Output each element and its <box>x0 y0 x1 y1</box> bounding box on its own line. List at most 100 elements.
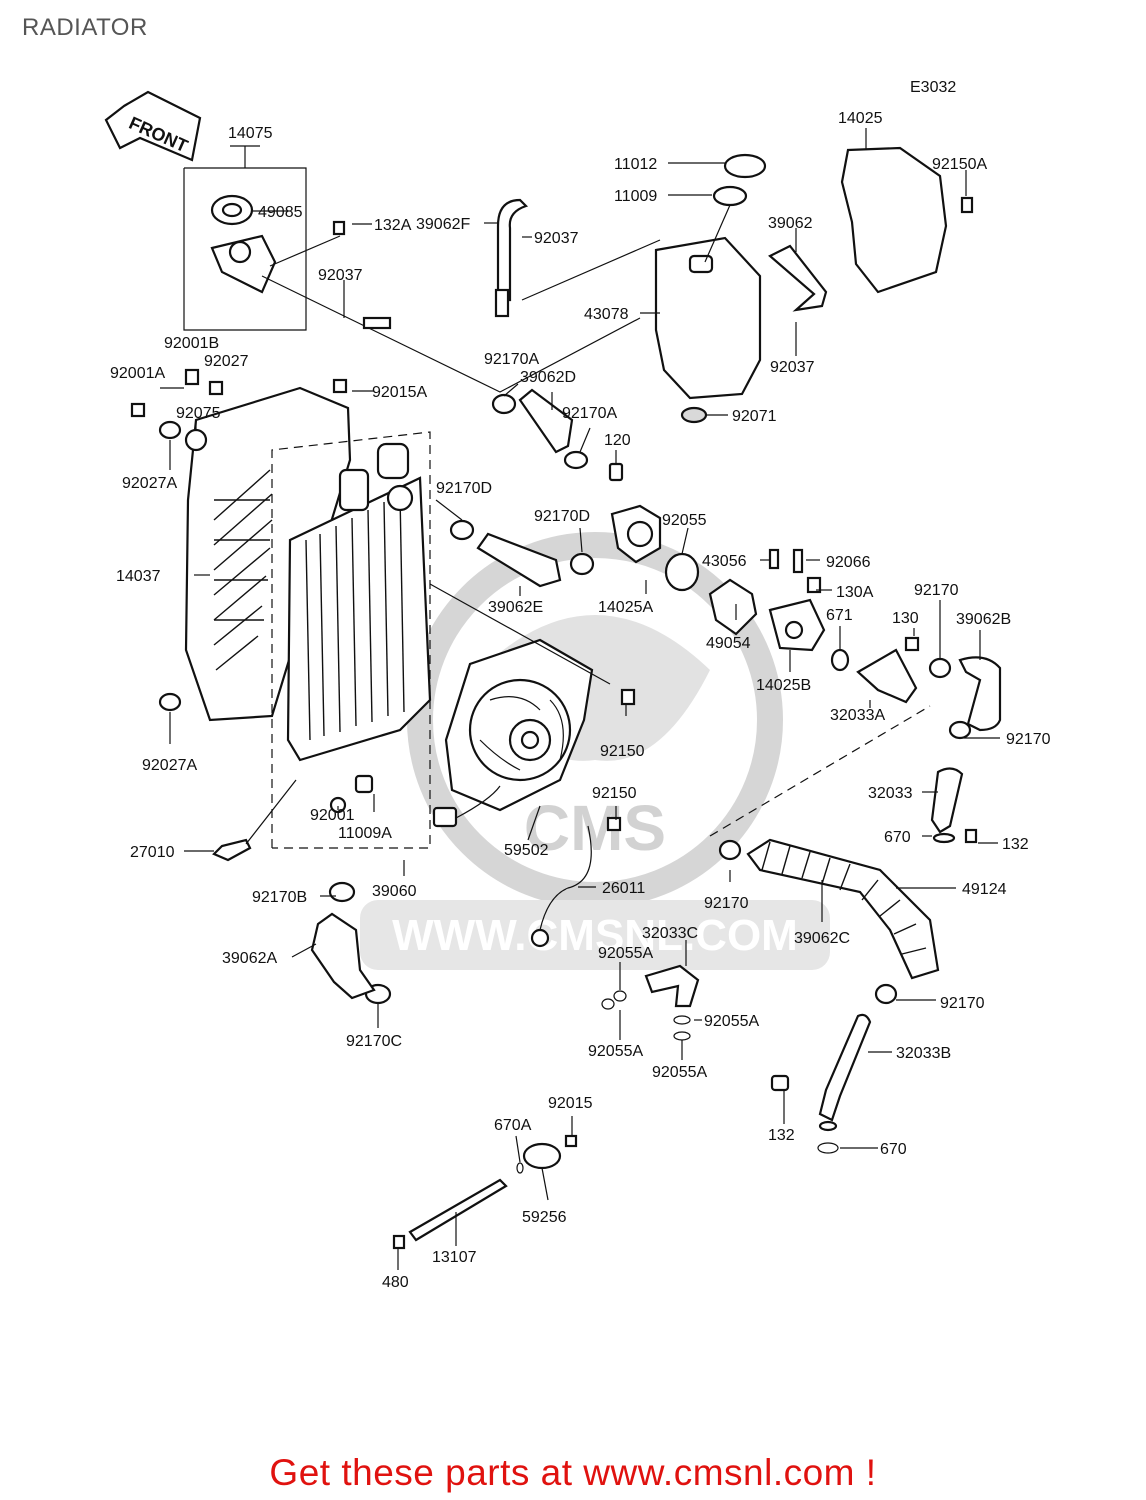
callout-92071: 92071 <box>732 408 777 425</box>
callout-14075: 14075 <box>228 125 273 142</box>
callout-92001B: 92001B <box>164 335 219 352</box>
callout-92170-c: 92170 <box>704 895 749 912</box>
hose-39062e <box>476 532 562 588</box>
callout-92170D-1: 92170D <box>436 480 492 497</box>
tank-damper <box>680 406 708 424</box>
thermostat <box>708 578 758 636</box>
hose-39062b <box>958 656 1002 732</box>
callout-11009: 11009 <box>614 188 657 205</box>
callout-670A: 670A <box>494 1117 532 1134</box>
callout-92055: 92055 <box>662 512 707 529</box>
callout-92037-c: 92037 <box>770 359 815 376</box>
callout-14025B: 14025B <box>756 677 811 694</box>
water-pipe-32033 <box>930 767 964 834</box>
callout-39062A: 39062A <box>222 950 277 967</box>
callout-92037-b: 92037 <box>318 267 363 284</box>
filler-neck <box>210 234 277 294</box>
overflow-hose <box>496 198 529 302</box>
callout-130A: 130A <box>836 584 874 601</box>
hose-39062a <box>310 912 376 1000</box>
callout-92001: 92001 <box>310 807 355 824</box>
callout-671: 671 <box>826 607 853 624</box>
callout-132A: 132A <box>374 217 412 234</box>
callout-92150-b: 92150 <box>592 785 637 802</box>
callout-120: 120 <box>604 432 631 449</box>
callout-92170C: 92170C <box>346 1033 402 1050</box>
callout-480: 480 <box>382 1274 409 1291</box>
tank-cap <box>723 153 767 179</box>
callout-92066: 92066 <box>826 554 871 571</box>
callout-32033: 32033 <box>868 785 913 802</box>
callout-27010: 27010 <box>130 844 175 861</box>
water-pipe-32033c <box>644 964 700 1008</box>
tank-cover <box>840 146 948 294</box>
callout-670-a: 670 <box>884 829 911 846</box>
callout-49124: 49124 <box>962 881 1007 898</box>
callout-92015A: 92015A <box>372 384 427 401</box>
callout-92170-b: 92170 <box>1006 731 1051 748</box>
callout-14037: 14037 <box>116 568 161 585</box>
callout-39062D: 39062D <box>520 369 576 386</box>
callout-92015: 92015 <box>548 1095 593 1112</box>
callout-43078: 43078 <box>584 306 629 323</box>
watermark-ring <box>407 532 783 908</box>
part-number-callouts: 14075 49085 132A 39062F 92037 92037 1101… <box>110 110 1051 1291</box>
callout-92055A-2: 92055A <box>704 1013 759 1030</box>
front-arrow: FRONT <box>104 90 202 162</box>
callout-670-b: 670 <box>880 1141 907 1158</box>
callout-92027: 92027 <box>204 353 249 370</box>
callout-11012: 11012 <box>614 156 657 173</box>
reservoir-tank <box>654 153 767 424</box>
housing-o-ring <box>664 552 700 592</box>
pump-impeller <box>522 1142 562 1170</box>
hose-39062c <box>746 838 940 980</box>
water-pipe-32033a <box>856 648 918 704</box>
pump-shaft <box>408 1178 508 1242</box>
temperature-sensor <box>212 838 252 862</box>
callout-32033B: 32033B <box>896 1045 951 1062</box>
callout-39062: 39062 <box>768 215 813 232</box>
callout-92055A-4: 92055A <box>652 1064 707 1081</box>
callout-92150A: 92150A <box>932 156 987 173</box>
callout-92150-a: 92150 <box>600 743 645 760</box>
callout-92027A-2: 92027A <box>142 757 197 774</box>
tank-hose <box>768 244 828 312</box>
callout-39060: 39060 <box>372 883 417 900</box>
radiator-core <box>286 442 432 814</box>
callout-92001A: 92001A <box>110 365 165 382</box>
callout-132-a: 132 <box>1002 836 1029 853</box>
page-title: RADIATOR <box>22 14 148 41</box>
tank-gasket <box>712 185 748 207</box>
callout-13107: 13107 <box>432 1249 477 1266</box>
hose-39062d <box>518 388 574 454</box>
callout-11009A: 11009A <box>338 825 392 842</box>
callout-43056: 43056 <box>702 553 747 570</box>
radiator-shroud <box>184 386 352 722</box>
footer-cta-link[interactable]: Get these parts at www.cmsnl.com ! <box>269 1452 877 1493</box>
misc-bolts <box>130 220 636 832</box>
callout-49054: 49054 <box>706 635 751 652</box>
callout-92055A-3: 92055A <box>588 1043 643 1060</box>
water-pipe-32033b <box>818 1013 872 1122</box>
callout-92027A-1: 92027A <box>122 475 177 492</box>
leader-lines <box>160 128 1000 1270</box>
callout-132-b: 132 <box>768 1127 795 1144</box>
callout-92170-d: 92170 <box>940 995 985 1012</box>
callout-92075: 92075 <box>176 405 221 422</box>
callout-39062F: 39062F <box>416 216 470 233</box>
callout-92055A-1: 92055A <box>598 945 653 962</box>
callout-39062B: 39062B <box>956 611 1011 628</box>
callout-26011: 26011 <box>602 880 645 897</box>
callout-49085: 49085 <box>258 204 303 221</box>
callout-32033A: 32033A <box>830 707 885 724</box>
diagram-code: E3032 <box>910 79 956 96</box>
callout-92170A-1: 92170A <box>484 351 539 368</box>
callout-14025: 14025 <box>838 110 883 127</box>
callout-92037-a: 92037 <box>534 230 579 247</box>
callout-59502: 59502 <box>504 842 549 859</box>
watermark-brand: CMS <box>524 792 666 864</box>
callout-92170D-2: 92170D <box>534 508 590 525</box>
callout-32033C: 32033C <box>642 925 698 942</box>
callout-130: 130 <box>892 610 919 627</box>
